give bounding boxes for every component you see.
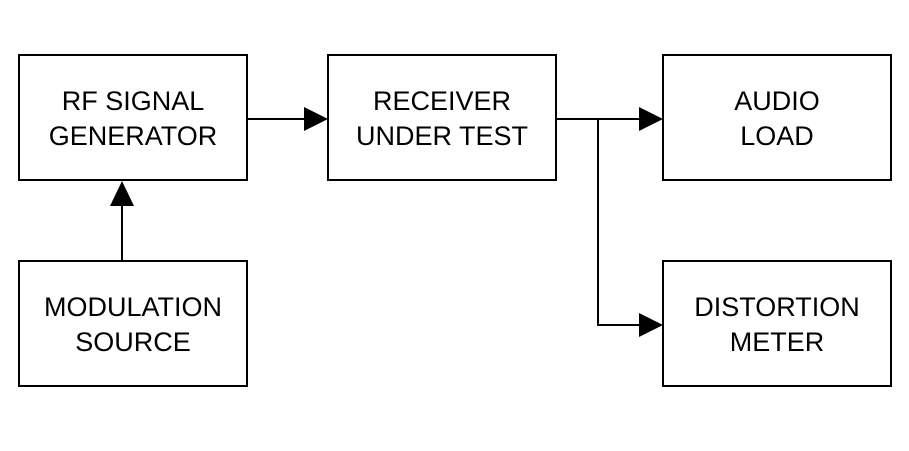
modulation-source-label-line1: MODULATION [44, 292, 222, 322]
arrowhead-up-icon [110, 181, 134, 206]
audio-load-box [662, 54, 892, 181]
rf-signal-generator-box [18, 54, 248, 181]
audio-load-label-line2: LOAD [740, 121, 814, 151]
arrowhead-right-icon [304, 107, 328, 131]
rf-signal-generator-label-line2: GENERATOR [49, 121, 218, 151]
receiver-under-test-label-line1: RECEIVER [373, 86, 511, 116]
modulation-source-label-line2: SOURCE [75, 327, 191, 357]
rf-signal-generator-block: RF SIGNAL GENERATOR [18, 54, 248, 181]
receiver-under-test-box [327, 54, 557, 181]
receiver-under-test-block: RECEIVER UNDER TEST [327, 54, 557, 181]
arrowhead-right-icon [639, 107, 663, 131]
distortion-meter-label-line1: DISTORTION [694, 292, 860, 322]
connector-receiver-to-outputs [557, 107, 663, 337]
distortion-meter-block: DISTORTION METER [662, 260, 892, 387]
distortion-meter-label-line2: METER [730, 327, 825, 357]
connector-generator-to-receiver [248, 107, 328, 131]
modulation-source-box [18, 260, 248, 387]
distortion-meter-box [662, 260, 892, 387]
audio-load-block: AUDIO LOAD [662, 54, 892, 181]
arrowhead-right-icon [639, 313, 663, 337]
rf-signal-generator-label-line1: RF SIGNAL [62, 86, 205, 116]
connector-modulation-to-generator [110, 181, 134, 260]
receiver-under-test-label-line2: UNDER TEST [356, 121, 528, 151]
modulation-source-block: MODULATION SOURCE [18, 260, 248, 387]
audio-load-label-line1: AUDIO [734, 86, 820, 116]
